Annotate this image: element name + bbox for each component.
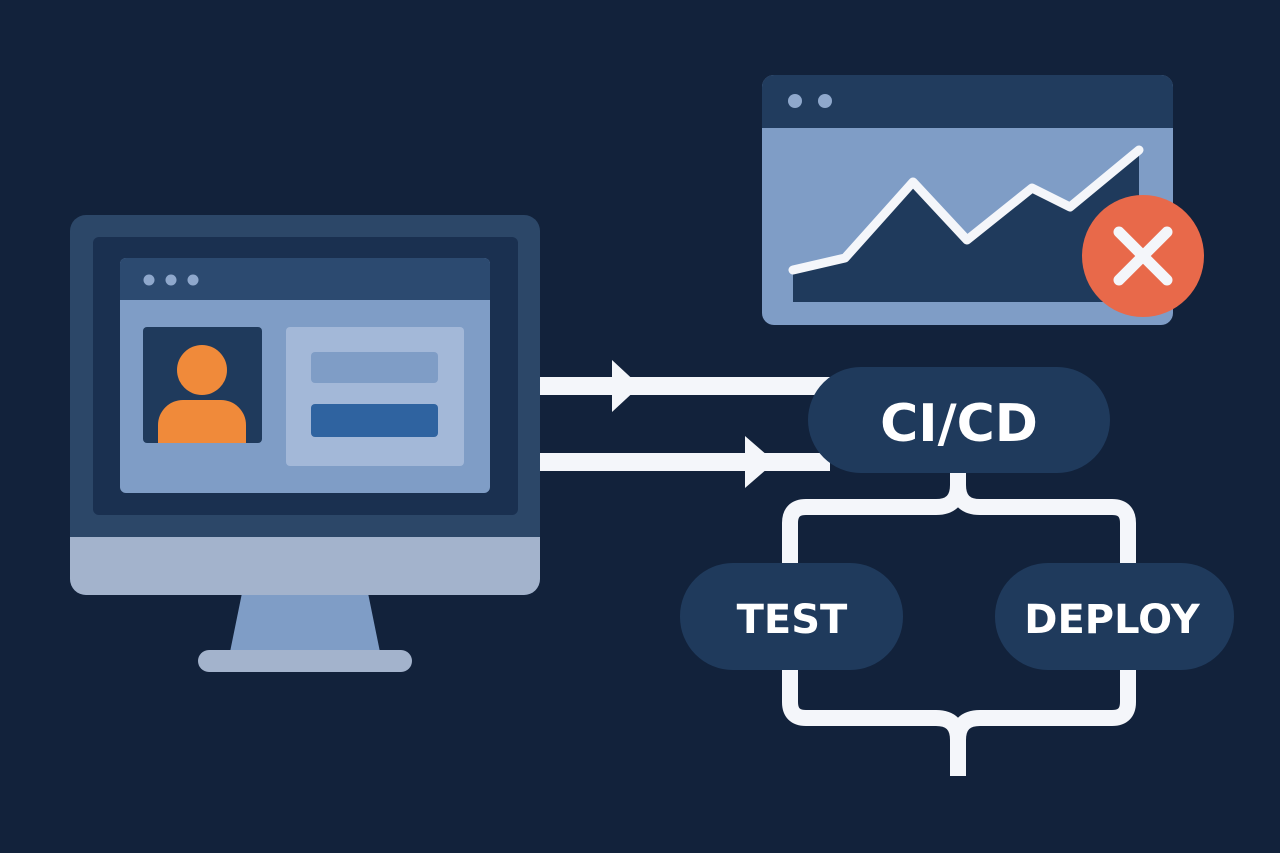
pipeline-connector [782, 470, 1136, 776]
test-node[interactable]: TEST [680, 563, 903, 670]
window-dot [788, 94, 802, 108]
window-dot [818, 94, 832, 108]
form-panel [286, 327, 464, 466]
window-dot [143, 274, 155, 286]
arrow-to-cicd-1 [540, 360, 830, 412]
deploy-label: DEPLOY [1024, 597, 1200, 643]
user-avatar-icon [158, 345, 246, 443]
error-x-icon [1082, 195, 1204, 317]
monitor-chin [70, 537, 540, 595]
form-submit-button[interactable] [311, 404, 438, 437]
form-input-field[interactable] [311, 352, 438, 383]
monitoring-window [762, 75, 1173, 325]
window-dot [187, 274, 199, 286]
monitor-icon [70, 215, 540, 672]
monitor-stand [230, 593, 380, 652]
app-window-titlebar [120, 258, 490, 300]
deploy-node[interactable]: DEPLOY [995, 563, 1234, 670]
monitor-base [198, 650, 412, 672]
arrow-to-cicd-2 [540, 436, 830, 488]
monitoring-window-titlebar [762, 75, 1173, 128]
cicd-node[interactable]: CI/CD [808, 367, 1110, 473]
test-label: TEST [737, 597, 848, 643]
window-dot [165, 274, 177, 286]
cicd-label: CI/CD [880, 394, 1038, 454]
line-chart-icon [788, 145, 1144, 302]
